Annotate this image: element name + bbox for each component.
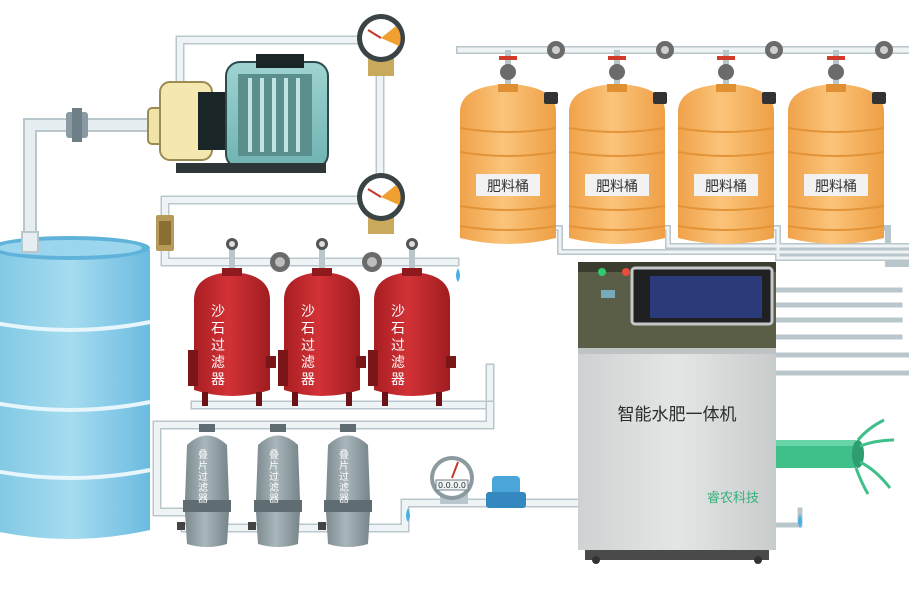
sand-filter-label-char: 石 bbox=[301, 321, 315, 337]
sand-filter-label-char: 滤 bbox=[391, 355, 405, 371]
flow-meter-reading: 0.0.0.0 bbox=[438, 481, 466, 490]
sand-filter-label-char: 沙 bbox=[211, 304, 225, 320]
fertilizer-tank-label: 肥料桶 bbox=[705, 179, 747, 195]
fertilizer-tank-2: 肥料桶 bbox=[568, 41, 674, 244]
disc-filter-label-char: 片 bbox=[339, 459, 349, 472]
sand-filter-label-char: 器 bbox=[391, 372, 405, 388]
sand-filter-label-char: 滤 bbox=[211, 355, 225, 371]
sand-filter-label-char: 过 bbox=[211, 338, 225, 354]
disc-filter-label-char: 滤 bbox=[198, 481, 208, 494]
check-valve bbox=[156, 215, 174, 251]
sand-header-valves bbox=[270, 252, 460, 282]
disc-filter-label-char: 滤 bbox=[339, 481, 349, 494]
fertilizer-tank-label: 肥料桶 bbox=[815, 179, 857, 195]
sand-filter-label-char: 沙 bbox=[301, 304, 315, 320]
fertigation-machine: 智能水肥一体机 睿农科技 bbox=[578, 262, 776, 564]
fertilizer-tank-3: 肥料桶 bbox=[677, 41, 783, 244]
pressure-gauge-upper bbox=[357, 14, 405, 76]
disc-filter-label-char: 片 bbox=[269, 459, 279, 472]
water-pump bbox=[147, 54, 329, 173]
sand-filter-label-char: 器 bbox=[211, 372, 225, 388]
fertilizer-tank-label: 肥料桶 bbox=[487, 179, 529, 195]
fertilizer-tank-label: 肥料桶 bbox=[596, 179, 638, 195]
disc-filter-label-char: 过 bbox=[269, 470, 279, 483]
fertilizer-tank-1: 肥料桶 bbox=[459, 41, 565, 244]
sand-filter-label-char: 石 bbox=[211, 321, 225, 337]
sand-filter-label-char: 器 bbox=[301, 372, 315, 388]
sand-filter-label-char: 过 bbox=[391, 338, 405, 354]
blue-valve bbox=[486, 476, 526, 508]
flow-meter: 0.0.0.0 bbox=[430, 456, 474, 504]
sand-filter-label-char: 滤 bbox=[301, 355, 315, 371]
sand-filter-label-char: 沙 bbox=[391, 304, 405, 320]
fertilizer-tank-4: 肥料桶 bbox=[787, 41, 893, 244]
machine-title: 智能水肥一体机 bbox=[618, 405, 737, 425]
disc-filter-label-char: 器 bbox=[269, 493, 279, 505]
sand-filter-label-char: 石 bbox=[391, 321, 405, 337]
disc-filter-label-char: 过 bbox=[198, 470, 208, 483]
water-tank bbox=[0, 231, 151, 539]
disc-filter-label-char: 过 bbox=[339, 470, 349, 483]
intake-coupling bbox=[66, 108, 88, 142]
sand-filter-label-char: 过 bbox=[301, 338, 315, 354]
drip-drop bbox=[406, 508, 410, 522]
machine-drip bbox=[798, 514, 802, 528]
disc-filter-label-char: 叠 bbox=[198, 449, 208, 461]
disc-filter-label-char: 叠 bbox=[339, 449, 349, 461]
disc-filter-label-char: 器 bbox=[198, 493, 208, 505]
pressure-gauge-lower bbox=[357, 173, 405, 234]
disc-filter-label-char: 片 bbox=[198, 459, 208, 472]
disc-filter-label-char: 器 bbox=[339, 493, 349, 505]
disc-filter-label-char: 叠 bbox=[269, 449, 279, 461]
output-pipe bbox=[776, 418, 895, 495]
disc-filter-label-char: 滤 bbox=[269, 481, 279, 494]
machine-brand: 睿农科技 bbox=[707, 491, 759, 506]
fertilizer-tanks: 肥料桶 肥料桶 肥料桶 肥料桶 bbox=[459, 41, 893, 244]
